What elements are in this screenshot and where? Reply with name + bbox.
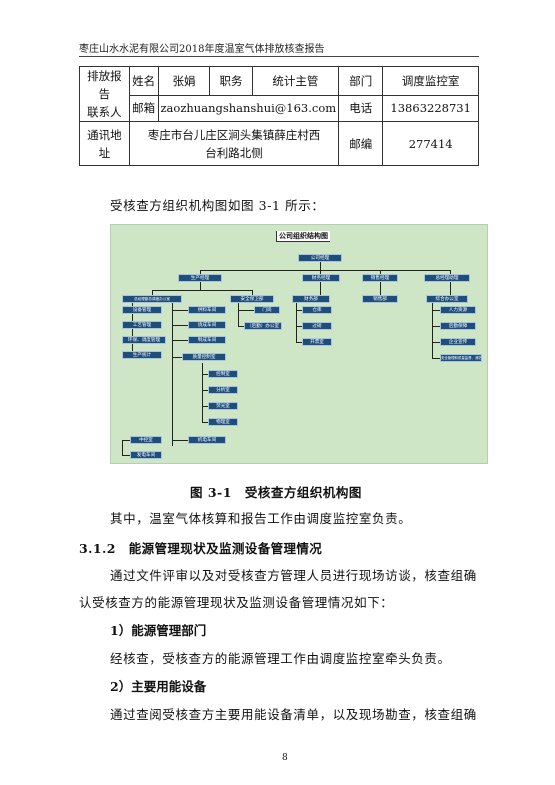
- org-admin-safety: 安全管理和质量监督、消防: [440, 354, 482, 362]
- org-top: 公司经理: [298, 254, 342, 262]
- address-line2: 台利路北侧: [205, 145, 263, 160]
- reporter-label-line2: 联系人: [87, 105, 122, 119]
- org-l1-production: 生产经理: [178, 274, 222, 282]
- address-value: 枣庄市台儿庄区涧头集镇薛庄村西 台利路北侧: [128, 121, 340, 166]
- org-q-analysis: 分析室: [208, 386, 238, 394]
- org-l2-dispatch: 总经理副总调度办公室: [122, 295, 182, 303]
- org-power-ws: 发电车间: [130, 451, 162, 459]
- phone-value: 13863228731: [382, 94, 479, 123]
- section-heading: 3.1.2 能源管理现状及监测设备管理情况: [79, 541, 323, 556]
- org-central-control: 中控室: [130, 436, 162, 444]
- contact-table: 排放报告 联系人 姓名 张娟 职务 统计主管 部门 调度监控室 邮箱 zaozh…: [79, 66, 479, 166]
- dept-label: 部门: [338, 66, 384, 96]
- position-label: 职务: [209, 66, 253, 96]
- org-prod-env: 环保、调度管理: [122, 336, 166, 344]
- postcode-label: 邮编: [338, 121, 384, 166]
- org-l2-security: 安全保卫部: [230, 295, 274, 303]
- org-admin-hr: 人力资源: [440, 306, 476, 314]
- intro-paragraph: 受核查方组织机构图如图 3-1 所示：: [110, 198, 325, 213]
- org-l1-finance: 财务经理: [302, 274, 340, 282]
- header-rule: [79, 56, 479, 57]
- name-label: 姓名: [128, 66, 159, 96]
- page-number: 8: [282, 753, 288, 763]
- position-value: 统计主管: [251, 66, 340, 96]
- reporter-label-line1: 排放报告: [87, 69, 122, 101]
- org-admin-pr: 企业宣传: [440, 338, 476, 346]
- paragraph-3: 经核查，受核查方的能源管理工作由调度监控室牵头负责。: [110, 651, 451, 666]
- paragraph-2b: 认受核查方的能源管理现状及监测设备管理情况如下：: [79, 595, 394, 610]
- address-label: 通讯地址: [79, 121, 130, 166]
- email-value: zaozhuangshanshui@163.com: [157, 94, 340, 123]
- paragraph-1: 其中，温室气体核算和报告工作由调度监控室负责。: [110, 511, 412, 526]
- org-q-control: 控制室: [208, 370, 238, 378]
- org-q-physics: 物理室: [208, 418, 238, 426]
- org-l2-finance: 财务部: [292, 295, 330, 303]
- org-fin-weigh: 过磅: [302, 322, 332, 330]
- org-ws-make: 制成车间: [188, 336, 226, 344]
- org-ws-quality: 质量控制室: [182, 353, 226, 361]
- org-sec-gate: 门岗: [254, 306, 280, 314]
- name-value: 张娟: [157, 66, 211, 96]
- subheading-2: 2）主要用能设备: [110, 679, 207, 694]
- org-prod-stats: 生产统计: [122, 351, 162, 359]
- dept-value: 调度监控室: [382, 66, 479, 96]
- paragraph-2a: 通过文件评审以及对受核查方管理人员进行现场访谈，核查组确: [110, 568, 477, 583]
- org-q-fluor: 荧光室: [208, 402, 238, 410]
- paragraph-4: 通过查阅受核查方主要用能设备清单，以及现场勘查，核查组确: [110, 707, 477, 722]
- org-l2-sales: 销售部: [362, 295, 398, 303]
- address-line1: 枣庄市台儿庄区涧头集镇薛庄村西: [147, 127, 321, 142]
- org-ws-burn: 烧成车间: [188, 321, 226, 329]
- subheading-1: 1）能源管理部门: [110, 623, 207, 638]
- org-fin-invoice: 开票室: [302, 338, 332, 346]
- org-admin-logistics: 后勤保障: [440, 322, 476, 330]
- org-l1-assistant: 总经理助理: [424, 274, 470, 282]
- org-l1-sales: 销售经理: [362, 274, 398, 282]
- phone-label: 电话: [338, 94, 384, 123]
- org-ws-feed: 供料车间: [188, 306, 226, 314]
- postcode-value: 277414: [382, 121, 479, 166]
- org-chart-title: 公司组织结构图: [276, 231, 330, 242]
- org-l2-admin: 综合办公室: [426, 295, 468, 303]
- org-fin-warehouse: 仓库: [302, 306, 332, 314]
- reporter-label-cell: 排放报告 联系人: [79, 66, 130, 122]
- org-sec-office: （后勤）办公室: [244, 322, 282, 330]
- org-mech-ws: 机电车间: [188, 436, 226, 444]
- email-label: 邮箱: [128, 94, 159, 123]
- org-prod-equipment: 设备管理: [122, 306, 162, 314]
- org-chart-figure: 公司组织结构图: [110, 224, 488, 464]
- org-prod-process: 工艺管理: [122, 321, 162, 329]
- figure-caption: 图 3-1 受核查方组织机构图: [190, 485, 362, 500]
- page-header: 枣庄山水水泥有限公司2018年度温室气体排放核查报告: [79, 44, 325, 55]
